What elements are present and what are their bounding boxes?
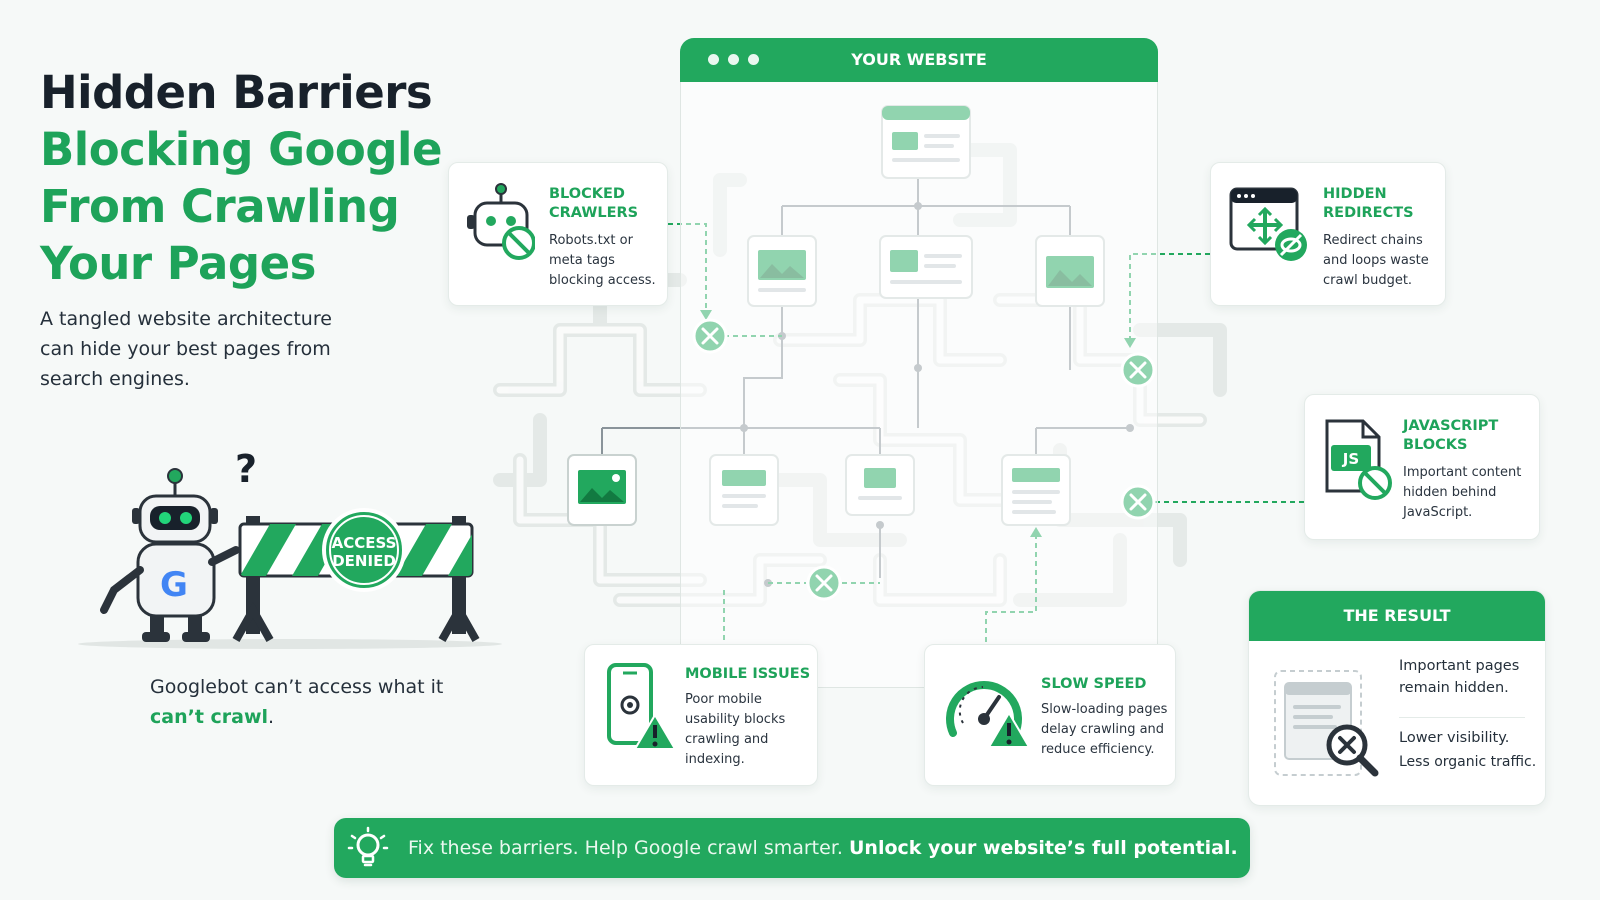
access-barrier-icon: ACCESS DENIED — [232, 508, 480, 642]
hidden-page-search-icon — [1274, 670, 1379, 777]
mobile-issues-card: MOBILE ISSUES Poor mobile usability bloc… — [584, 644, 818, 786]
question-mark: ? — [235, 447, 257, 491]
slow-speed-text: Slow-loading pages delay crawling and re… — [1041, 702, 1168, 757]
js-label: JS — [1342, 450, 1359, 468]
javascript-blocks-title: JAVASCRIPT BLOCKS — [1403, 418, 1499, 453]
lightbulb-icon — [347, 826, 389, 867]
result-line-3: Less organic traffic. — [1399, 754, 1537, 770]
mobile-warning-icon — [607, 663, 677, 750]
page-title: Hidden Barriers Blocking Google From Cra… — [40, 64, 460, 292]
blocked-robot-icon — [467, 183, 535, 260]
website-title-bar — [680, 38, 1158, 82]
blocked-crawlers-card: BLOCKED CRAWLERS Robots.txt or meta tags… — [448, 162, 668, 306]
cta-text-bold: Unlock your website’s full potential. — [848, 837, 1238, 859]
title-line-2: Blocking Google — [40, 123, 443, 176]
mobile-issues-title: MOBILE ISSUES — [685, 666, 811, 682]
access-denied-line-1: ACCESS — [332, 534, 397, 552]
access-denied-line-2: DENIED — [332, 552, 396, 570]
google-logo-letter: G — [160, 565, 188, 605]
result-panel: THE RESULT Important pages remain hidden… — [1248, 590, 1546, 806]
title-line-1: Hidden Barriers — [40, 66, 433, 119]
result-divider — [1399, 717, 1525, 718]
hidden-redirects-content: HIDDEN REDIRECTS Redirect chains and loo… — [1323, 185, 1441, 291]
intro-text: A tangled website architecture can hide … — [40, 308, 332, 390]
window-dot — [708, 54, 719, 65]
blocked-crawlers-title: BLOCKED CRAWLERS — [549, 186, 639, 221]
window-dot — [728, 54, 739, 65]
cta-text: Fix these barriers. Help Google crawl sm… — [408, 818, 1248, 878]
speedometer-warning-icon — [946, 681, 1031, 748]
title-line-3: From Crawling — [40, 180, 400, 233]
hidden-redirects-title: HIDDEN REDIRECTS — [1323, 186, 1414, 221]
redirect-arrows-icon — [1229, 187, 1307, 261]
javascript-blocks-content: JAVASCRIPT BLOCKS Important content hidd… — [1403, 417, 1535, 523]
blocked-crawlers-content: BLOCKED CRAWLERS Robots.txt or meta tags… — [549, 185, 661, 291]
javascript-blocks-card: JS JAVASCRIPT BLOCKS Important content h… — [1304, 394, 1540, 540]
googlebot-caption: Googlebot can’t access what it can’t cra… — [150, 672, 450, 732]
result-line-2: Lower visibility. — [1399, 730, 1510, 746]
googlebot-illustration: ? G ACCESS DENIED — [78, 447, 502, 649]
slow-speed-card: SLOW SPEED Slow-loading pages delay craw… — [924, 644, 1176, 786]
website-title: YOUR WEBSITE — [851, 50, 987, 69]
result-title: THE RESULT — [1249, 591, 1545, 641]
mobile-issues-text: Poor mobile usability blocks crawling an… — [685, 692, 786, 767]
hidden-redirects-card: HIDDEN REDIRECTS Redirect chains and loo… — [1210, 162, 1446, 306]
page-node — [567, 454, 637, 526]
cta-banner — [334, 818, 1250, 878]
slow-speed-content: SLOW SPEED Slow-loading pages delay craw… — [1041, 675, 1173, 760]
caption-suffix: . — [268, 706, 275, 728]
blocked-crawlers-text: Robots.txt or meta tags blocking access. — [549, 233, 656, 288]
mobile-issues-content: MOBILE ISSUES Poor mobile usability bloc… — [685, 665, 813, 770]
javascript-blocks-text: Important content hidden behind JavaScri… — [1403, 465, 1522, 520]
cta-text-normal: Fix these barriers. Help Google crawl sm… — [408, 837, 849, 859]
title-line-4: Your Pages — [40, 237, 316, 290]
javascript-file-icon: JS — [1325, 419, 1392, 500]
window-dot — [748, 54, 759, 65]
hidden-redirects-text: Redirect chains and loops waste crawl bu… — [1323, 233, 1429, 288]
website-window — [680, 38, 1158, 688]
result-line-1: Important pages remain hidden. — [1399, 658, 1520, 696]
googlebot-robot-icon: G — [100, 468, 240, 642]
slow-speed-title: SLOW SPEED — [1041, 676, 1147, 692]
caption-text: Googlebot can’t access what it — [150, 676, 444, 698]
caption-highlight: can’t crawl — [150, 706, 269, 728]
